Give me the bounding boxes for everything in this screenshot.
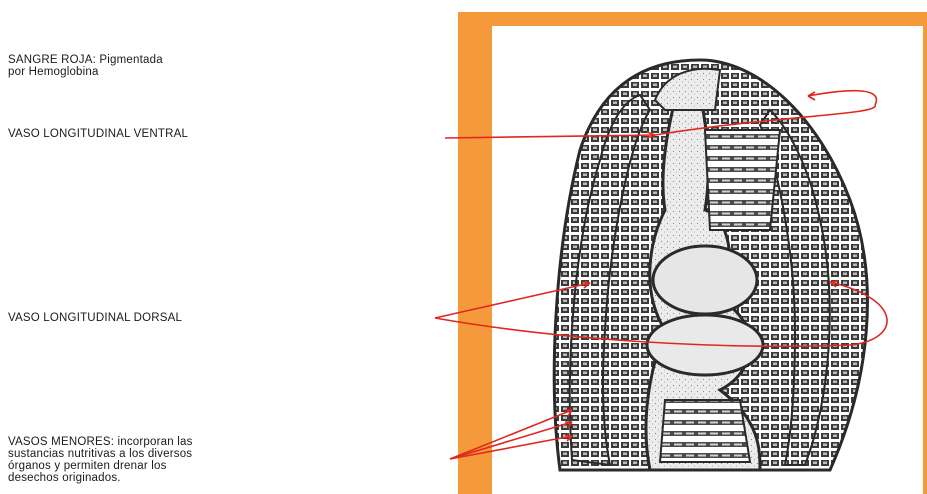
label-sangre-roja: SANGRE ROJA: Pigmentada por Hemoglobina [8,54,368,78]
label-menores-line-4: desechos originados. [8,472,448,484]
label-vaso-dorsal: VASO LONGITUDINAL DORSAL [8,312,438,324]
label-vasos-menores: VASOS MENORES: incorporan las sustancias… [8,436,448,484]
label-menores-line-3: órganos y permiten drenar los [8,460,448,472]
label-menores-line-1: VASOS MENORES: incorporan las [8,436,448,448]
figure-frame [458,12,927,494]
label-vaso-ventral: VASO LONGITUDINAL VENTRAL [8,128,438,140]
label-sangre-line-1: SANGRE ROJA: Pigmentada [8,54,368,66]
figure-panel [492,26,923,494]
label-sangre-line-2: por Hemoglobina [8,66,368,78]
label-menores-line-2: sustancias nutritivas a los diversos [8,448,448,460]
